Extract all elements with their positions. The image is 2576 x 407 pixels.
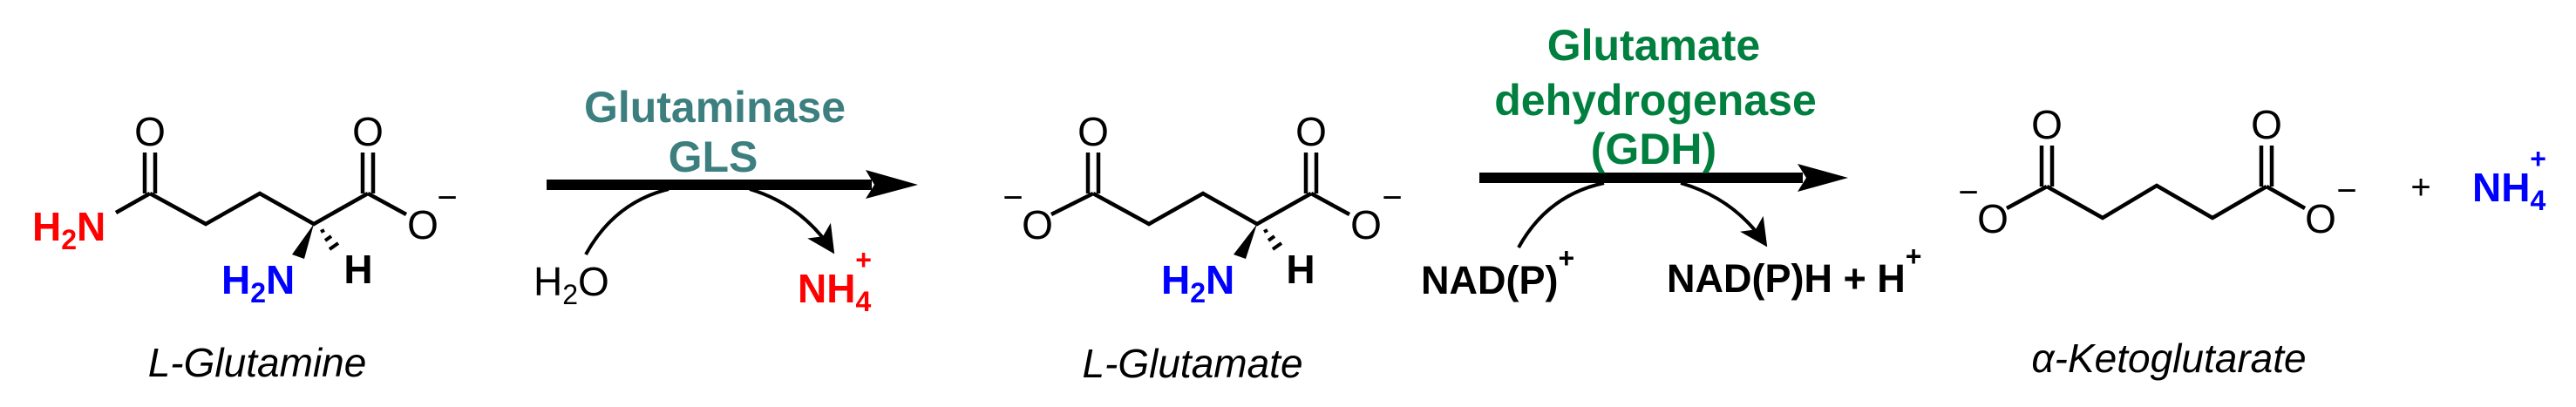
wedge-bond (1234, 224, 1257, 259)
bond (2005, 185, 2049, 210)
carbonyl-oxygen-left: O (1077, 109, 1109, 154)
plus-sign: + (2410, 168, 2430, 207)
negative-charge: − (437, 179, 457, 217)
carbonyl-oxygen-right: O (2251, 102, 2282, 147)
compound-label-l-glutamate: L-Glutamate (1082, 341, 1302, 386)
hashed-bond (1263, 228, 1283, 251)
carboxylate-oxygen-left: O (1977, 196, 2008, 241)
hashed-bond (320, 228, 340, 251)
carbon-chain (1091, 191, 1313, 227)
alpha-hydrogen: H (1286, 247, 1315, 292)
carboxylate-oxygen-right: O (1350, 202, 1382, 248)
curved-arrow-nadph-out (1680, 181, 1768, 248)
enzyme-label-gdh: (GDH) (1591, 125, 1716, 173)
wedge-bond (292, 224, 314, 259)
carboxylate-oxygen: O (407, 202, 438, 248)
alpha-hydrogen: H (343, 247, 372, 292)
amino-nitrogen-group: H2N (1161, 257, 1234, 309)
amino-nitrogen-group: H2N (221, 257, 295, 309)
enzyme-label-glutaminase: Glutaminase (584, 83, 846, 132)
curved-arrow-ammonium-out (749, 187, 835, 254)
enzyme-label-gls: GLS (669, 132, 758, 181)
bond (1309, 192, 1351, 216)
carbonyl-oxygen: O (134, 109, 166, 154)
nadph-product: NAD(P)H + H+ (1667, 241, 1921, 301)
compound-label-alpha-ketoglutarate: α-Ketoglutarate (2031, 336, 2306, 381)
negative-charge-left: − (1958, 173, 1978, 212)
bond (366, 192, 408, 216)
enzyme-label-dehydrogenase: dehydrogenase (1494, 76, 1817, 125)
water-reactant: H2O (534, 259, 609, 310)
l-glutamate-structure: O − O O O − H2N H (1003, 109, 1402, 309)
curved-arrow-water-in (584, 187, 669, 255)
negative-charge-right: − (2336, 172, 2356, 210)
carboxylate-oxygen-right: O (2305, 196, 2336, 241)
enzyme-label-glutamate: Glutamate (1547, 21, 1761, 70)
bond (2265, 185, 2307, 210)
carbonyl-oxygen-left: O (2031, 102, 2063, 147)
compound-label-l-glutamine: L-Glutamine (148, 340, 367, 385)
amide-nitrogen-group: H2N (32, 204, 105, 255)
nadp-cofactor: NAD(P)+ (1421, 242, 1574, 302)
alpha-ketoglutarate-structure: O − O O O − (1958, 102, 2356, 241)
reaction-arrow-step-1 (547, 170, 918, 199)
reaction-arrow-step-2 (1479, 164, 1848, 192)
carboxylate-oxygen-left: O (1022, 202, 1053, 248)
bond (1050, 191, 1095, 217)
bond (114, 192, 152, 214)
carbon-chain (2045, 183, 2268, 220)
l-glutamine-structure: O O O − H2N H2N H (32, 109, 458, 309)
negative-charge-left: − (1003, 179, 1023, 217)
carbonyl-oxygen-right: O (1295, 109, 1327, 154)
ammonium-final-product: NH4+ (2472, 143, 2546, 216)
carbon-chain (148, 191, 370, 227)
carboxyl-oxygen: O (352, 109, 384, 154)
ammonium-product-step-1: NH4+ (798, 244, 872, 317)
negative-charge-right: − (1382, 179, 1402, 217)
curved-arrow-nadp-in (1517, 181, 1605, 248)
